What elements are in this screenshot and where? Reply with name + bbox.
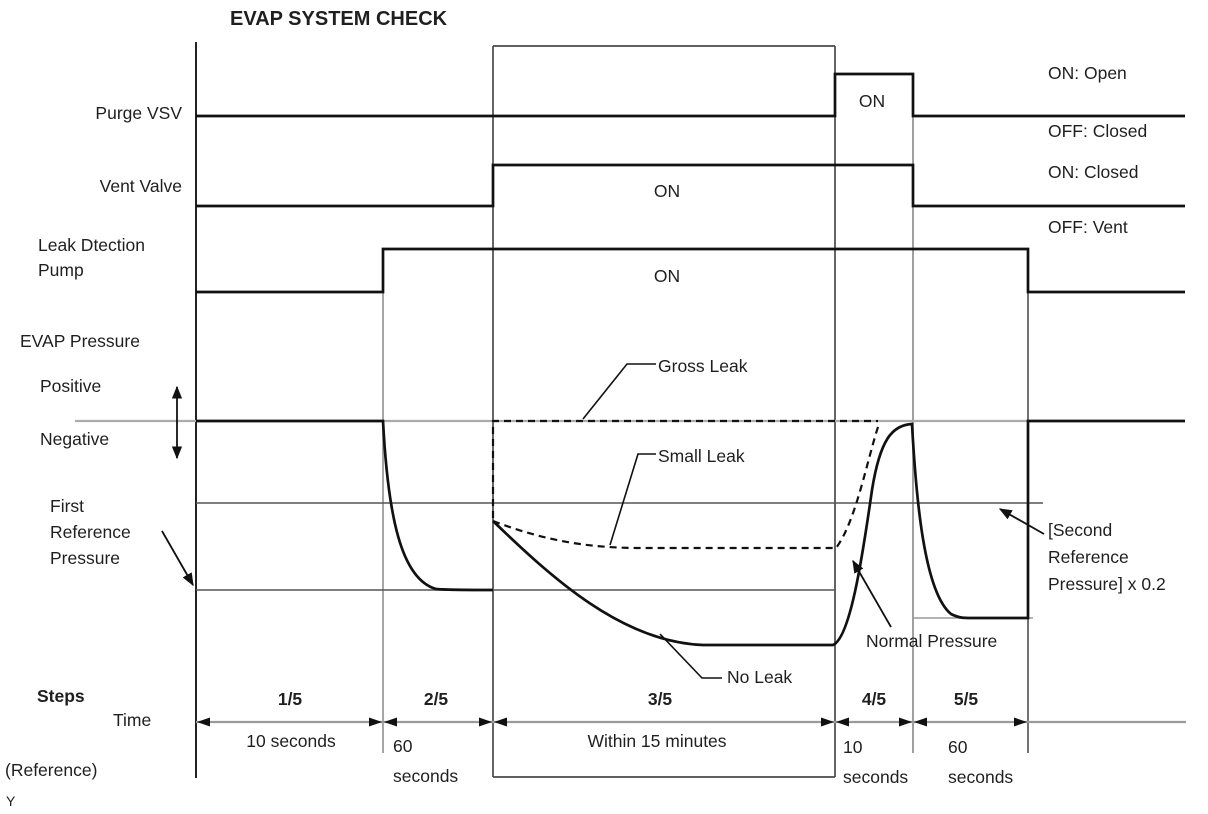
no-leak-leader — [659, 633, 722, 679]
time-arrowhead-left — [836, 717, 849, 727]
evap-pressure-pulldown-trace — [196, 419, 494, 592]
time-arrowhead-left — [494, 717, 507, 727]
legend-vent-on: ON: Closed — [1048, 162, 1139, 182]
time-header: Time — [113, 710, 152, 730]
no-leak-label: No Leak — [727, 667, 793, 687]
second-ref-label: [Second Reference Pressure] x 0.2 — [1048, 520, 1166, 594]
page-title: EVAP SYSTEM CHECK — [230, 8, 448, 30]
first-ref-label: First Reference Pressure — [50, 496, 131, 568]
negative-label: Negative — [40, 429, 110, 449]
vent-valve-label: Vent Valve — [99, 176, 182, 196]
step-label-4: 4/5 — [861, 689, 887, 709]
footnote-mark: Y — [6, 793, 16, 809]
evap-small-leak-trace — [492, 423, 881, 550]
leak-pump-label: Leak Dtection Pump — [38, 235, 146, 280]
gross-leak-leader — [582, 363, 656, 420]
legend-vent-off: OFF: Vent — [1048, 217, 1128, 237]
time-arrowhead-right — [369, 717, 382, 727]
steps-header: Steps — [37, 686, 85, 706]
reference-header: (Reference) — [5, 760, 98, 780]
legend-purge-on: ON: Open — [1048, 63, 1127, 83]
normal-pressure-arrow — [852, 559, 892, 628]
evap-pressure-label: EVAP Pressure — [20, 331, 140, 351]
normal-pressure-label: Normal Pressure — [866, 631, 998, 651]
time-arrowhead-right — [1014, 717, 1027, 727]
first-ref-arrow — [161, 530, 194, 587]
purge-on-state: ON — [858, 91, 886, 111]
gross-leak-label: Gross Leak — [658, 356, 748, 376]
pump-on-state: ON — [653, 266, 681, 286]
step-label-2: 2/5 — [423, 689, 449, 709]
time-arrowhead-left — [914, 717, 927, 727]
time-arrowhead-right — [479, 717, 492, 727]
step-time-5: 60 seconds — [948, 737, 1014, 787]
time-arrowhead-left — [197, 717, 210, 727]
small-leak-label: Small Leak — [658, 446, 745, 466]
purge-vsv-label: Purge VSV — [95, 103, 182, 123]
step-time-4: 10 seconds — [843, 737, 909, 787]
time-arrowhead-right — [899, 717, 912, 727]
step-label-1: 1/5 — [277, 689, 303, 709]
vent-on-state: ON — [653, 181, 681, 201]
time-arrowhead-left — [384, 717, 397, 727]
positive-label: Positive — [40, 376, 102, 396]
step-time-1: 10 seconds — [246, 731, 336, 751]
step-time-3: Within 15 minutes — [587, 731, 727, 751]
second-ref-arrow — [998, 508, 1045, 535]
evap-gross-leak-trace — [491, 419, 878, 518]
small-leak-leader — [609, 453, 656, 546]
evap-no-leak-trace — [492, 419, 1185, 647]
step-time-2: 60 seconds — [393, 736, 459, 786]
vent-valve-trace — [196, 163, 1185, 208]
purge-vsv-trace — [196, 72, 1185, 118]
legend-purge-off: OFF: Closed — [1048, 121, 1148, 141]
step-label-3: 3/5 — [647, 689, 673, 709]
leak-pump-trace — [196, 247, 1185, 294]
step-label-5: 5/5 — [953, 689, 979, 709]
time-arrowhead-right — [821, 717, 834, 727]
